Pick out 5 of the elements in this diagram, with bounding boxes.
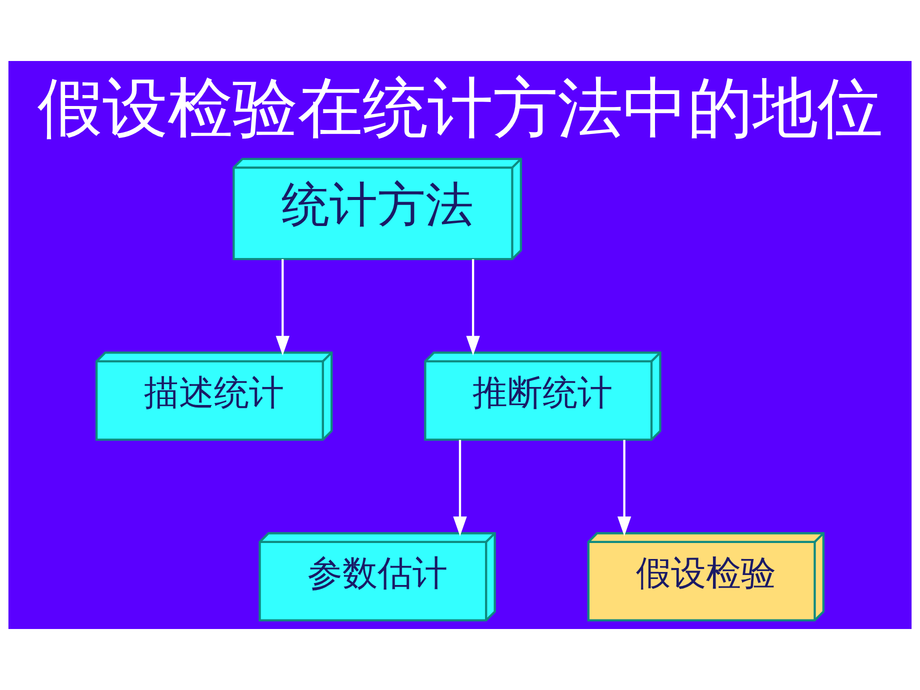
arrow (617, 440, 632, 536)
diagram-title: 假设检验在统计方法中的地位 (38, 70, 882, 147)
arrow (466, 259, 480, 356)
arrow (453, 440, 467, 536)
arrow (276, 259, 290, 356)
